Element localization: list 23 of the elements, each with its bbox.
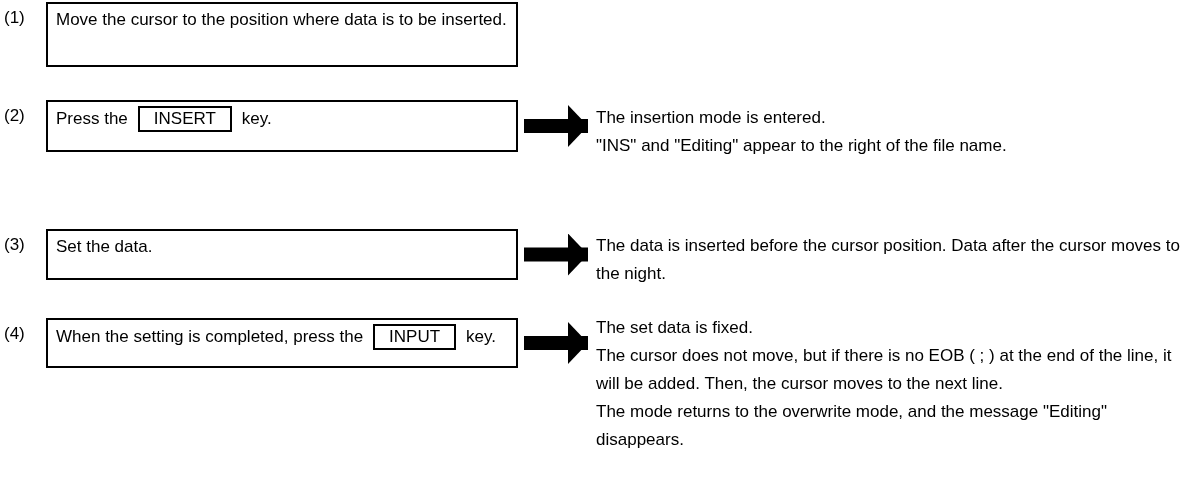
step-text: key. <box>241 109 272 128</box>
step-number: (2) <box>4 105 25 127</box>
result-text: The data is inserted before the cursor position. Data after the cursor moves to the night. <box>596 235 1181 285</box>
result-text: "INS" and "Editing" appear to the right of the file name. <box>596 135 1008 157</box>
block-arrow <box>524 233 588 276</box>
step-box <box>46 100 518 152</box>
step-box: Move the cursor to the position where data is to be inserted. <box>46 2 518 67</box>
result-text: The insertion mode is entered. <box>596 107 827 129</box>
block-arrow <box>524 105 588 147</box>
key-box: INPUT <box>373 324 457 350</box>
step-number: (1) <box>4 7 25 29</box>
step-text: key. <box>466 327 497 346</box>
step-box <box>46 318 518 368</box>
block-arrow <box>524 322 588 364</box>
result-text: The set data is fixed. <box>596 317 754 339</box>
step-number: (4) <box>4 323 25 345</box>
result-text: The mode returns to the overwrite mode, and the message "Editing" disappears. <box>596 401 1108 451</box>
step-text: When the setting is completed, press the <box>56 327 364 346</box>
step-number: (3) <box>4 234 25 256</box>
step-text: Press the <box>56 109 128 128</box>
step-box: Set the data. <box>46 229 518 280</box>
key-box: INSERT <box>137 106 232 132</box>
result-text: The cursor does not move, but if there is no EOB ( ; ) at the end of the line, it will be added. Then, the cursor moves to the next line. <box>596 345 1173 395</box>
